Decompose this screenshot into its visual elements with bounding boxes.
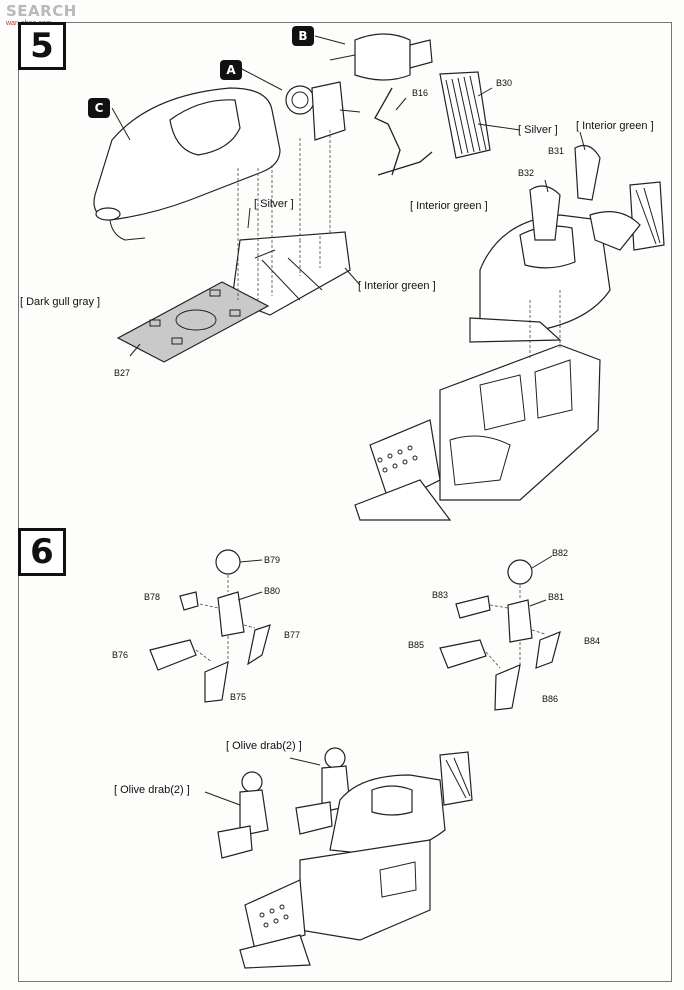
assembled-cockpit-5-drawing	[469, 145, 665, 343]
part-label-b84: B84	[584, 636, 601, 646]
step-6-number: 6	[18, 528, 66, 576]
color-label-olive-drab-2: [ Olive drab(2) ]	[114, 784, 190, 796]
color-label-interior-green-2: [ Interior green ]	[410, 200, 488, 212]
part-label-b80: B80	[264, 586, 281, 596]
part-label-b32: B32	[518, 168, 535, 178]
callout-a: A	[220, 60, 242, 80]
part-label-b81: B81	[548, 592, 565, 602]
pilot-left-parts-drawing	[149, 549, 271, 703]
color-label-olive-drab-1: [ Olive drab(2) ]	[226, 740, 302, 752]
part-label-b78: B78	[144, 592, 161, 602]
page-frame	[18, 22, 672, 982]
step-5-number: 5	[18, 22, 66, 70]
part-b-drawing	[329, 33, 433, 81]
part-label-b86: B86	[542, 694, 559, 704]
part-label-b79: B79	[264, 555, 281, 565]
rod-drawing	[377, 151, 433, 176]
color-label-silver-2: [ Silver ]	[254, 198, 294, 210]
part-label-b75: B75	[230, 692, 247, 702]
color-label-interior-green-3: [ Interior green ]	[358, 280, 436, 292]
part-label-b85: B85	[408, 640, 425, 650]
callout-b: B	[292, 26, 314, 46]
leader-lines	[111, 35, 586, 806]
color-label-interior-green-1: [ Interior green ]	[576, 120, 654, 132]
assembly-lines-5b	[529, 290, 561, 360]
watermark-text: SEARCH	[6, 2, 77, 20]
pilot-figures-assembled-drawing	[217, 747, 351, 859]
color-label-dark-gull-gray: [ Dark gull gray ]	[20, 296, 101, 308]
part-label-b27: B27	[114, 368, 131, 378]
pilot-right-parts-drawing	[439, 559, 561, 711]
callout-c: C	[88, 98, 110, 118]
assembly-lines-5	[237, 130, 331, 300]
part-a-drawing	[285, 81, 361, 141]
fuselage-frame-drawing	[354, 344, 601, 521]
part-label-b83: B83	[432, 590, 449, 600]
part-label-b30: B30	[496, 78, 513, 88]
part-label-b16: B16	[412, 88, 429, 98]
canopy-c-drawing	[93, 87, 281, 241]
part-b27-drawing	[116, 281, 270, 363]
assembled-cockpit-6-drawing	[239, 751, 473, 969]
part-label-b76: B76	[112, 650, 129, 660]
part-b30-drawing	[439, 71, 491, 159]
color-label-silver-1: [ Silver ]	[518, 124, 558, 136]
part-label-b31: B31	[548, 146, 565, 156]
part-label-b82: B82	[552, 548, 569, 558]
part-label-b77: B77	[284, 630, 301, 640]
part-b16-drawing	[374, 87, 401, 176]
